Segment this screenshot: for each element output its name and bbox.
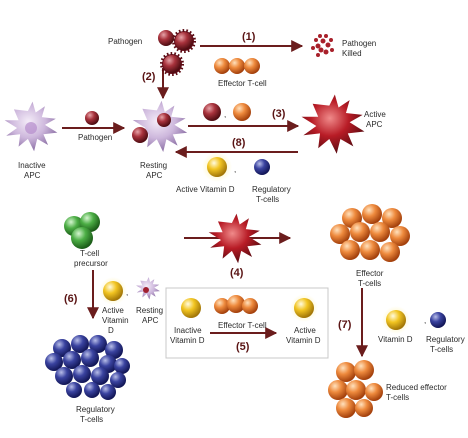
regulatory-tcell-top [254,159,270,175]
comma-vitd: , [234,165,236,174]
effector-tcell-trio-box [214,295,258,314]
active-vitd-left [103,281,123,301]
label-resting-apc-1: Resting [140,161,167,170]
label-regulatory-top-1: Regulatory [252,185,291,194]
pathogen-step3 [203,103,221,121]
label-active-vitd-left-3: D [108,326,114,335]
label-regulatory-bottom-1: Regulatory [76,405,115,414]
label-active-vitd-box-1: Active [294,326,316,335]
label-active-apc-1: Active [364,110,386,119]
label-tcell-precursor-1: T-cell [80,249,99,258]
step-6: (6) [64,293,78,305]
active-apc [301,94,365,154]
label-pathogen-killed-2: Killed [342,49,362,58]
label-inactive-apc-1: Inactive [18,161,46,170]
label-inactive-vitd-box-1: Inactive [174,326,202,335]
regulatory-tcell-cluster-left [45,335,130,400]
label-active-vitd-top: Active Vitamin D [176,185,235,194]
label-effector-tcell-top: Effector T-cell [218,79,267,88]
label-tcell-precursor-2: precursor [74,259,108,268]
label-resting-apc-left-2: APC [142,316,159,325]
label-regulatory-top-2: T-cells [256,195,279,204]
label-pathogen-mid: Pathogen [78,133,112,142]
effector-step3 [233,103,251,121]
active-vitd-top [207,157,227,177]
label-effector-tcells-2: T-cells [358,279,381,288]
label-effector-tcell-box: Effector T-cell [218,321,267,330]
label-active-vitd-box-2: Vitamin D [286,336,321,345]
step-3: (3) [272,108,286,120]
comma-step3: , [224,110,226,119]
pathogen-killed [311,34,334,57]
label-active-vitd-left-1: Active [102,306,124,315]
label-resting-apc-left-1: Resting [136,306,163,315]
pathogen-cluster [158,29,196,76]
label-active-vitd-left-2: Vitamin [102,316,129,325]
label-regulatory-right-1: Regulatory [426,335,465,344]
comma-left: , [126,288,128,297]
comma-right: , [424,316,426,325]
label-pathogen-top: Pathogen [108,37,142,46]
active-vitd-box [294,298,314,318]
step-8: (8) [232,137,246,149]
label-reduced-effector-2: T-cells [386,393,409,402]
effector-tcell-trio-top [214,58,260,74]
inactive-vitd-box [181,298,201,318]
resting-apc-top [132,100,188,152]
label-reduced-effector-1: Reduced effector [386,383,447,392]
step-4: (4) [230,267,244,279]
label-regulatory-bottom-2: T-cells [80,415,103,424]
vitd-right [386,310,406,330]
reduced-effector-cluster [328,360,383,418]
vitamin-d-activation-box [165,287,329,359]
label-inactive-vitd-box-2: Vitamin D [170,336,205,345]
label-effector-tcells-1: Effector [356,269,384,278]
label-pathogen-killed-1: Pathogen [342,39,376,48]
regulatory-tcell-right [430,312,446,328]
step-2: (2) [142,71,156,83]
label-resting-apc-2: APC [146,171,163,180]
pathogen-small [85,111,99,125]
step-5: (5) [236,341,250,353]
label-regulatory-right-2: T-cells [430,345,453,354]
effector-tcell-cluster [330,204,410,262]
label-active-apc-2: APC [366,120,383,129]
tcell-precursor [64,212,100,249]
label-inactive-apc-2: APC [24,171,41,180]
label-vitd-right: Vitamin D [378,335,413,344]
step-7: (7) [338,319,352,331]
step-1: (1) [242,31,256,43]
